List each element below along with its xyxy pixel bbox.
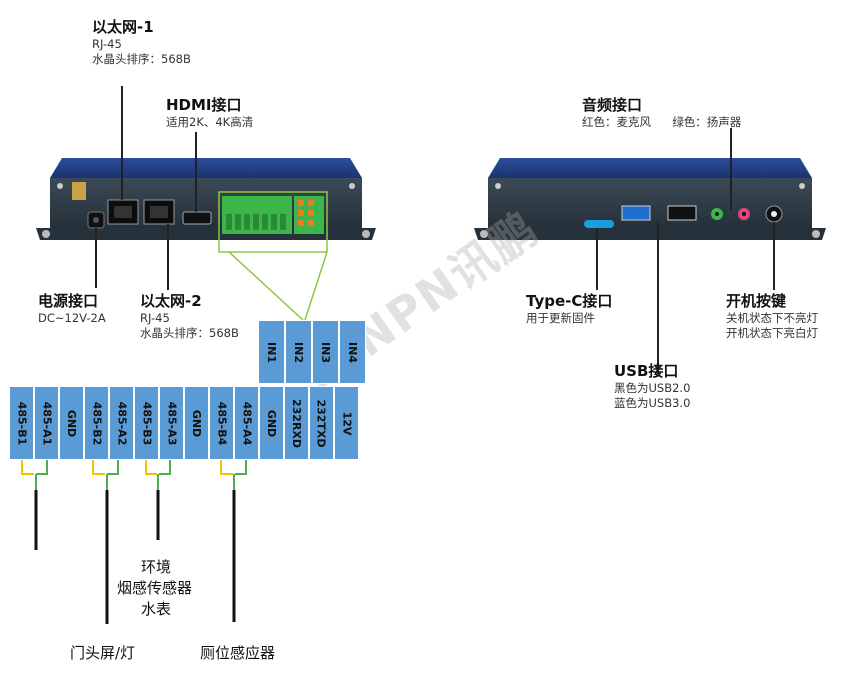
terminal-12v-13: 12V [334,386,359,460]
terminal-label: 485-B4 [215,401,229,445]
sensor-cables [34,490,236,624]
terminal-485-b1-0: 485-B1 [9,386,34,460]
usb-callout: USB接口 黑色为USB2.0 蓝色为USB3.0 [614,360,690,411]
eth2-callout: 以太网-2 RJ-45 水晶头排序：568B [140,290,239,341]
terminal-label: 485-B1 [15,401,29,445]
sensor-door-label: 门头屏/灯 [70,644,136,662]
terminal-485-a4-9: 485-A4 [234,386,259,460]
typec-line1: 用于更新固件 [526,311,595,325]
eth2-line2: 水晶头排序：568B [140,326,239,340]
terminal-485-b4-8: 485-B4 [209,386,234,460]
hdmi-line1: 适用2K、4K高清 [166,115,254,129]
terminal-label: 232TXD [315,398,329,448]
terminal-485-a1-1: 485-A1 [34,386,59,460]
terminal-label: GND [190,409,203,437]
audio-green-label: 绿色：扬声器 [672,115,742,129]
power-button-callout: 开机按键 关机状态下不亮灯 开机状态下亮白灯 [726,290,818,341]
terminal-label: 485-A1 [40,401,54,445]
audio-title: 音频接口 [582,96,643,114]
eth1-line1: RJ-45 [92,37,122,51]
power-button-line1: 关机状态下不亮灯 [726,311,818,325]
sensor-water-label: 水表 [141,600,172,618]
terminal-label: 485-A4 [240,401,254,445]
sensor-smoke-label: 烟感传感器 [117,579,193,597]
terminal-gnd-7: GND [184,386,209,460]
terminal-label: 485-A3 [165,401,179,445]
audio-callout: 音频接口 红色：麦克风 绿色：扬声器 [582,94,741,130]
eth1-title: 以太网-1 [92,18,154,36]
power-button-line2: 开机状态下亮白灯 [726,326,818,340]
terminal-label: IN2 [291,341,305,363]
power-button-title: 开机按键 [726,292,787,310]
power-callout: 电源接口 DC~12V-2A [38,290,106,326]
terminal-in1: IN1 [258,320,285,384]
eth1-callout: 以太网-1 RJ-45 水晶头排序：568B [92,16,191,67]
typec-title: Type-C接口 [526,292,613,310]
hdmi-title: HDMI接口 [166,96,242,114]
hdmi-callout: HDMI接口 适用2K、4K高清 [166,94,253,130]
terminal-label: 12V [340,411,354,435]
terminal-in4: IN4 [339,320,366,384]
terminal-label: IN4 [345,341,359,363]
audio-red-label: 红色：麦克风 [582,115,651,129]
terminal-label: 485-B3 [140,401,154,445]
terminal-label: GND [65,409,78,437]
sensor-wires [21,460,247,490]
terminal-232txd-12: 232TXD [309,386,334,460]
power-title: 电源接口 [38,292,99,310]
terminal-in2: IN2 [285,320,312,384]
terminal-232rxd-11: 232RXD [284,386,309,460]
terminal-label: IN3 [318,341,332,363]
left-device [36,158,376,321]
terminal-label: GND [265,409,278,437]
terminal-label: 232RXD [290,398,304,448]
terminal-gnd-10: GND [259,386,284,460]
sensor-toilet-label: 厕位感应器 [200,644,276,662]
usb-title: USB接口 [614,362,679,380]
eth2-title: 以太网-2 [140,292,202,310]
usb-line1: 黑色为USB2.0 [614,381,691,395]
terminal-485-b3-5: 485-B3 [134,386,159,460]
terminal-485-a3-6: 485-A3 [159,386,184,460]
typec-callout: Type-C接口 用于更新固件 [526,290,612,326]
usb-line2: 蓝色为USB3.0 [614,396,691,410]
right-callouts [596,128,775,374]
sensor-env-label: 环境 [141,558,172,576]
terminal-in3: IN3 [312,320,339,384]
terminal-label: IN1 [264,341,278,363]
terminal-gnd-2: GND [59,386,84,460]
left-callouts [95,86,197,290]
terminal-label: 485-B2 [90,401,104,445]
eth2-line1: RJ-45 [140,311,170,325]
terminal-485-a2-4: 485-A2 [109,386,134,460]
power-line1: DC~12V-2A [38,311,106,325]
eth1-line2: 水晶头排序：568B [92,52,191,66]
terminal-label: 485-A2 [115,401,129,445]
terminal-485-b2-3: 485-B2 [84,386,109,460]
